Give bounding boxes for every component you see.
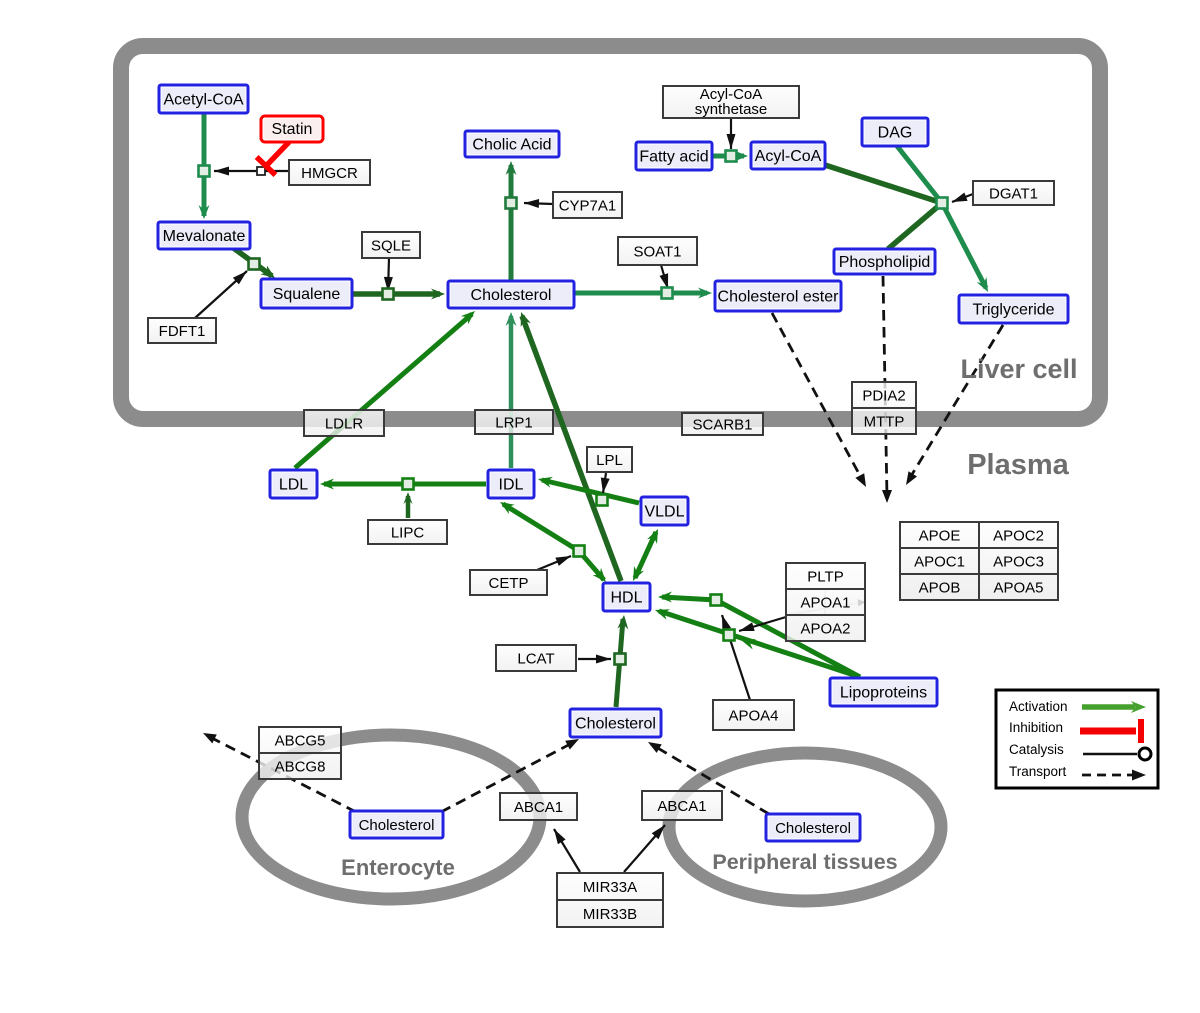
svg-text:Acyl-CoA: Acyl-CoA [755, 148, 822, 165]
svg-text:LIPC: LIPC [391, 524, 425, 541]
svg-text:MIR33B: MIR33B [583, 906, 637, 923]
svg-text:Lipoproteins: Lipoproteins [840, 685, 927, 702]
svg-text:APOA4: APOA4 [728, 707, 778, 724]
svg-text:DGAT1: DGAT1 [989, 185, 1038, 202]
svg-text:Cholesterol: Cholesterol [575, 716, 656, 733]
svg-text:SQLE: SQLE [371, 237, 411, 254]
svg-text:PDIA2: PDIA2 [862, 387, 905, 404]
svg-text:VLDL: VLDL [644, 504, 684, 521]
svg-text:ABCG8: ABCG8 [275, 758, 326, 775]
svg-text:Peripheral tissues: Peripheral tissues [712, 850, 897, 874]
svg-text:CETP: CETP [488, 575, 528, 592]
svg-text:SCARB1: SCARB1 [692, 416, 752, 433]
svg-text:Acyl-CoA: Acyl-CoA [700, 86, 763, 103]
svg-text:APOA1: APOA1 [800, 594, 850, 611]
svg-text:Liver cell: Liver cell [960, 354, 1077, 384]
svg-text:APOE: APOE [919, 528, 961, 545]
svg-text:ABCG5: ABCG5 [275, 732, 326, 749]
svg-text:MIR33A: MIR33A [583, 879, 637, 896]
svg-text:Cholic Acid: Cholic Acid [472, 137, 551, 154]
svg-text:APOB: APOB [919, 580, 961, 597]
svg-text:SOAT1: SOAT1 [633, 243, 681, 260]
svg-text:Cholesterol: Cholesterol [775, 820, 851, 837]
svg-text:Cholesterol ester: Cholesterol ester [718, 289, 840, 306]
svg-text:APOA5: APOA5 [993, 580, 1043, 597]
svg-text:FDFT1: FDFT1 [159, 323, 206, 340]
svg-text:Squalene: Squalene [273, 286, 341, 303]
svg-text:LDLR: LDLR [325, 415, 364, 432]
svg-text:LRP1: LRP1 [495, 414, 533, 431]
svg-text:Statin: Statin [272, 121, 313, 138]
svg-text:APOC2: APOC2 [993, 528, 1044, 545]
svg-text:APOC1: APOC1 [914, 554, 965, 571]
svg-text:Transport: Transport [1009, 764, 1067, 779]
svg-text:Acetyl-CoA: Acetyl-CoA [163, 92, 243, 109]
svg-text:Enterocyte: Enterocyte [341, 855, 455, 880]
svg-text:HDL: HDL [610, 590, 642, 607]
svg-text:CYP7A1: CYP7A1 [559, 197, 617, 214]
svg-text:Plasma: Plasma [967, 449, 1069, 481]
svg-text:Phospholipid: Phospholipid [839, 254, 931, 271]
svg-text:Catalysis: Catalysis [1009, 742, 1064, 757]
svg-text:LCAT: LCAT [517, 650, 554, 667]
svg-text:synthetase: synthetase [695, 101, 768, 118]
svg-text:ABCA1: ABCA1 [657, 798, 706, 815]
svg-text:Triglyceride: Triglyceride [972, 302, 1054, 319]
svg-text:Cholesterol: Cholesterol [359, 817, 435, 834]
svg-text:APOC3: APOC3 [993, 554, 1044, 571]
svg-text:DAG: DAG [878, 125, 913, 142]
svg-text:LDL: LDL [279, 477, 308, 494]
svg-text:Inhibition: Inhibition [1009, 720, 1063, 735]
svg-text:Mevalonate: Mevalonate [163, 228, 246, 245]
svg-text:Cholesterol: Cholesterol [471, 287, 552, 304]
svg-text:MTTP: MTTP [864, 413, 905, 430]
svg-text:HMGCR: HMGCR [301, 165, 358, 182]
svg-text:PLTP: PLTP [807, 568, 843, 585]
svg-text:LPL: LPL [596, 452, 623, 469]
svg-text:ABCA1: ABCA1 [514, 799, 563, 816]
svg-text:Fatty acid: Fatty acid [639, 149, 708, 166]
svg-text:APOA2: APOA2 [800, 620, 850, 637]
svg-text:IDL: IDL [499, 477, 524, 494]
svg-text:Activation: Activation [1009, 699, 1068, 714]
